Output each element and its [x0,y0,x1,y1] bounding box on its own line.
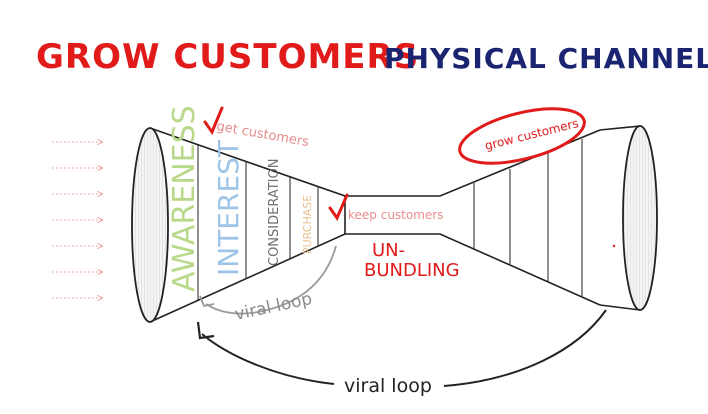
title-grow-customers: GROW CUSTOMERS [36,37,419,77]
left-funnel-mouth [131,127,169,323]
stage-purchase: PURCHASE [301,195,314,254]
outer-loop-arrowhead-icon [196,321,215,340]
incoming-arrows [52,142,102,298]
right-funnel-mouth [622,125,658,311]
inner-loop-arrowhead-icon [199,295,215,308]
right-funnel [473,125,658,311]
outer-viral-loop-arrow [201,309,607,387]
grow-customers-oval [458,107,586,165]
stage-consideration: CONSIDERATION [267,159,282,266]
inner-viral-loop-arrow [205,245,337,315]
keep-checkmark-icon [328,193,349,222]
left-funnel [131,127,346,323]
stage-awareness: AWARENESS [167,105,202,292]
title-physical-channel: PHYSICAL CHANNEL [384,42,708,75]
stage-interest: INTEREST [212,139,245,276]
label-keep-customers: keep customers [348,208,443,222]
label-outer-viral-loop: viral loop [344,375,432,397]
label-grow-customers: grow customers [483,116,580,153]
label-inner-viral-loop: viral loop [233,289,314,325]
unbundling-line1: UN- [372,240,405,261]
unbundling-line2: BUNDLING [364,260,460,281]
get-checkmark-icon [203,106,224,136]
